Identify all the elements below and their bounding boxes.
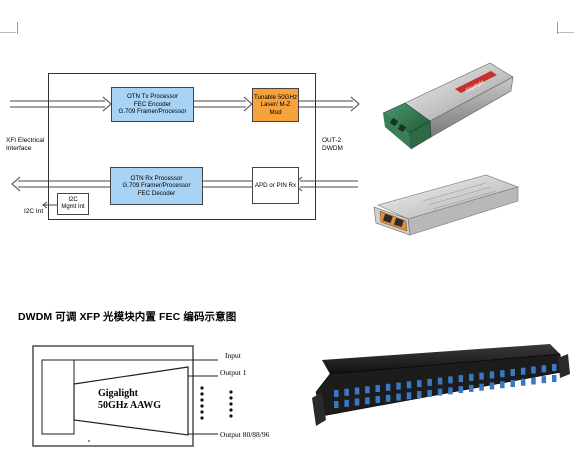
rack-connector-port: [354, 387, 360, 395]
rack-connector-port: [427, 389, 432, 397]
awg-device-label: Gigalight 50GHz AAWG: [98, 388, 161, 412]
awg-device-name: Gigalight: [98, 388, 139, 399]
rack-connector-port: [365, 386, 370, 394]
rack-connector-port: [448, 387, 453, 395]
rack-connector-port: [385, 383, 391, 391]
xfi-interface-label: XFI Electrical Interface: [6, 137, 45, 152]
out-dwdm-label: OUT-2 DWDM: [322, 137, 343, 152]
rack-connector-port: [510, 369, 515, 376]
tunable-laser-label: Tunable 50GHz Laser/ M-Z Mod: [253, 93, 298, 116]
awg-diagram: [32, 345, 233, 447]
otn-rx-processor-label: OTN Rx Processor G.709 Framer/Processor …: [122, 174, 191, 197]
rack-awg-chassis-image: [312, 344, 570, 426]
rack-connector-port: [520, 378, 526, 386]
rack-connectors: [334, 364, 557, 408]
rack-connector-port: [552, 375, 557, 382]
xfi-output-arrow: [11, 176, 110, 192]
tx-to-laser-arrow: [193, 96, 253, 112]
rack-connector-port: [334, 390, 339, 397]
rack-connector-port: [479, 372, 484, 380]
rack-connector-port: [458, 375, 464, 383]
awg-output1-label: Output 1: [220, 368, 247, 377]
crop-mark-right-horizontal: [558, 32, 574, 33]
rack-connector-port: [541, 376, 547, 384]
rack-connector-port: [489, 382, 495, 390]
apd-receiver-label: APD or PIN Rx: [254, 181, 297, 189]
rack-connector-port: [437, 388, 443, 396]
crop-mark-left: [5, 22, 18, 34]
awg-channel-dots-inner: [200, 386, 204, 420]
rack-connector-port: [406, 392, 412, 400]
rack-connector-port: [354, 398, 360, 406]
crop-mark-left-horizontal: [0, 32, 16, 33]
i2c-arrow: [42, 201, 58, 209]
rack-connector-port: [344, 388, 349, 396]
rack-connector-port: [520, 367, 526, 375]
rack-connector-port: [437, 377, 443, 385]
rack-connector-port: [365, 397, 370, 405]
rack-connector-port: [396, 382, 401, 390]
rack-connector-port: [344, 399, 349, 407]
rack-connector-port: [427, 378, 432, 386]
diagram-caption: DWDM 可调 XFP 光模块内置 FEC 编码示意图: [18, 311, 237, 323]
rack-connector-port: [406, 381, 412, 389]
rack-connector-port: [552, 364, 557, 371]
otn-tx-processor-label: OTN Tx Processor FEC Encoder G.709 Frame…: [118, 93, 187, 116]
rack-connector-port: [479, 383, 484, 391]
rack-connector-port: [489, 371, 495, 379]
rack-connector-port: [417, 391, 422, 399]
laser-output-arrow: [298, 96, 360, 112]
rack-connector-port: [469, 384, 474, 392]
rack-connector-port: [510, 380, 515, 387]
rack-connector-port: [417, 380, 422, 388]
i2c-mgmt-interface: I2C Mgmt Int: [57, 193, 89, 215]
xfi-input-arrow: [10, 96, 112, 112]
sfp-module-image: Gigalight: [382, 62, 514, 150]
rack-connector-port: [448, 376, 453, 384]
rack-connector-port: [531, 377, 536, 385]
awg-input-label: Input: [225, 351, 241, 360]
rack-connector-port: [531, 366, 536, 374]
rack-connector-port: [375, 396, 380, 403]
rack-connector-port: [500, 381, 505, 389]
rack-connector-port: [396, 393, 401, 401]
rack-connector-port: [541, 365, 547, 373]
rack-connector-port: [458, 386, 464, 394]
otn-tx-processor: OTN Tx Processor FEC Encoder G.709 Frame…: [111, 87, 194, 122]
awg-channel-dots-outer: [229, 390, 233, 418]
rack-connector-port: [375, 385, 380, 392]
awg-output-last-label: Output 80/88/96: [220, 430, 270, 439]
rack-connector-port: [334, 401, 339, 408]
tunable-laser: Tunable 50GHz Laser/ M-Z Mod: [252, 88, 299, 122]
apd-receiver: APD or PIN Rx: [252, 167, 299, 204]
rack-connector-port: [469, 373, 474, 381]
rack-connector-port: [500, 370, 505, 378]
rack-connector-port: [385, 394, 391, 402]
i2c-int-label: I2C Int: [24, 208, 44, 215]
crop-mark-right: [557, 22, 570, 34]
xfp-module-image: [373, 174, 519, 236]
awg-device-spec: 50GHz AAWG: [98, 400, 162, 411]
i2c-mgmt-label: I2C Mgmt Int: [61, 197, 85, 210]
otn-rx-processor: OTN Rx Processor G.709 Framer/Processor …: [110, 167, 203, 205]
optical-input-arrow: [293, 176, 358, 192]
rx-to-processor-arrow: [194, 176, 252, 192]
